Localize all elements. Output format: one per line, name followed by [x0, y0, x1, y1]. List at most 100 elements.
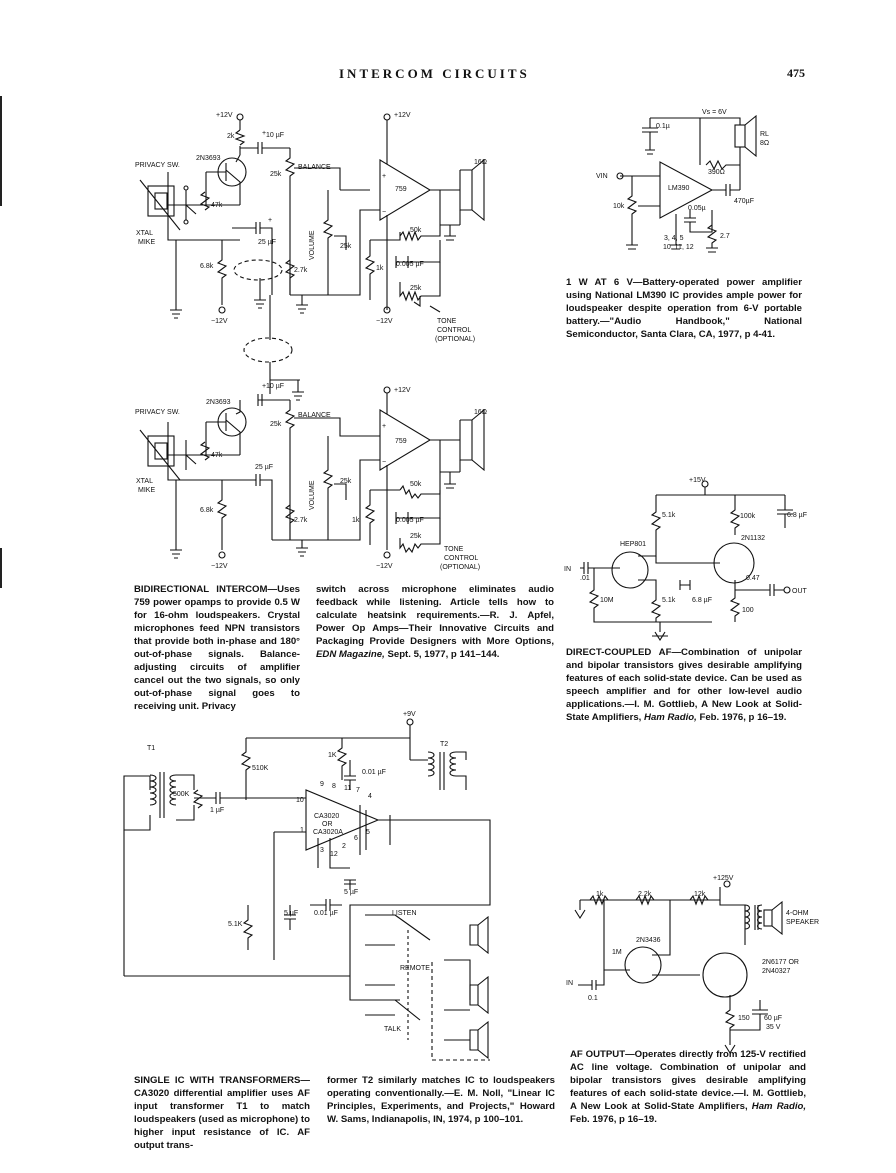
- component-label: CA3020A: [313, 829, 343, 836]
- component-label: 9: [320, 781, 324, 788]
- component-label: PRIVACY SW.: [135, 409, 180, 416]
- component-label: LM390: [668, 185, 690, 192]
- component-label: HEP801: [620, 541, 646, 548]
- component-label: TONE: [444, 546, 464, 553]
- component-label: 2.7k: [294, 517, 308, 524]
- component-label: T1: [147, 745, 155, 752]
- component-label: +12V: [394, 112, 411, 119]
- component-label: −12V: [211, 563, 228, 570]
- component-label: 25k: [410, 533, 422, 540]
- component-label: 8: [332, 783, 336, 790]
- component-label: 5: [366, 829, 370, 836]
- component-label: 47k: [211, 452, 223, 459]
- component-label: 759: [395, 186, 407, 193]
- component-label: CONTROL: [437, 327, 471, 334]
- component-label: 0.005 µF: [396, 261, 424, 268]
- component-label: XTAL: [136, 230, 153, 237]
- component-label: 2N40327: [762, 968, 791, 975]
- caption-bidirectional-col2: switch across microphone eliminates audi…: [316, 583, 554, 661]
- component-label: OR: [322, 821, 333, 828]
- component-label: 5.1k: [662, 512, 676, 519]
- caption-one-watt: 1 W AT 6 V—Battery-operated power amplif…: [566, 276, 802, 341]
- component-label: 47k: [211, 202, 223, 209]
- component-label: 5.1K: [228, 921, 243, 928]
- component-label: 470µF: [734, 198, 754, 205]
- component-label: 1k: [376, 265, 384, 272]
- component-label: REMOTE: [400, 965, 430, 972]
- component-label: −: [382, 209, 386, 216]
- component-label: +: [382, 423, 386, 430]
- component-label: 390Ω: [708, 169, 725, 176]
- component-label: 0.1µ: [656, 123, 670, 130]
- component-label: 150: [738, 1015, 750, 1022]
- component-label: 1k: [596, 891, 604, 898]
- caption-source: Ham Radio,: [751, 1101, 807, 1112]
- component-label: 25k: [340, 243, 352, 250]
- component-label: IN: [566, 980, 573, 987]
- caption-text: —CA3020 differential amplifier uses AF i…: [134, 1075, 310, 1151]
- caption-end: Feb. 1976, p 16–19.: [570, 1114, 657, 1125]
- caption-title: BIDIRECTIONAL INTERCOM: [134, 584, 268, 595]
- component-label: 100: [742, 607, 754, 614]
- caption-text: switch across microphone eliminates audi…: [316, 584, 554, 647]
- component-label: 5.1k: [662, 597, 676, 604]
- component-label: 2N3693: [206, 399, 231, 406]
- component-label: 10 µF: [266, 132, 284, 139]
- running-header: INTERCOM CIRCUITS: [339, 66, 530, 81]
- caption-text: —Battery-operated power amplifier using …: [566, 277, 802, 340]
- component-label: −: [382, 459, 386, 466]
- component-label: +: [262, 383, 266, 390]
- component-label: VIN: [596, 173, 608, 180]
- component-label: 12k: [694, 891, 706, 898]
- component-label: +15V: [689, 477, 706, 484]
- caption-af-output: AF OUTPUT—Operates directly from 125-V r…: [570, 1048, 806, 1126]
- component-label: 5 µF: [344, 889, 358, 896]
- component-label: +125V: [713, 875, 734, 882]
- caption-source: EDN Magazine,: [316, 649, 385, 660]
- caption-text: —Operates directly from 125-V rectified …: [570, 1049, 806, 1112]
- caption-title: DIRECT-COUPLED AF: [566, 647, 672, 658]
- component-label: 100k: [740, 513, 756, 520]
- component-label: SPEAKER: [786, 919, 819, 926]
- component-label: 50k: [410, 481, 422, 488]
- component-label: 16Ω: [474, 159, 487, 166]
- component-label: 25k: [340, 478, 352, 485]
- caption-single-ic-col2: former T2 similarly matches IC to loudsp…: [327, 1074, 555, 1126]
- component-label: 2: [342, 843, 346, 850]
- component-label: 3: [320, 847, 324, 854]
- component-label: 0.01 µF: [362, 769, 386, 776]
- component-label: 10 µF: [266, 383, 284, 390]
- component-label: PRIVACY SW.: [135, 162, 180, 169]
- component-label: LISTEN: [392, 910, 417, 917]
- component-label: 4: [368, 793, 372, 800]
- caption-bidirectional-col1: BIDIRECTIONAL INTERCOM—Uses 759 power op…: [134, 583, 300, 713]
- caption-text: —Combination of unipolar and bipolar tra…: [566, 647, 802, 723]
- component-label: (OPTIONAL): [435, 336, 475, 343]
- component-label: 1 µF: [210, 807, 224, 814]
- component-label: OUT: [792, 588, 808, 595]
- caption-title: 1 W AT 6 V: [566, 277, 633, 288]
- component-label: 0.01 µF: [314, 910, 338, 917]
- page-edge-mark: [0, 96, 2, 206]
- component-label: (OPTIONAL): [440, 564, 480, 571]
- component-label: 3, 4, 5: [664, 235, 684, 242]
- component-label: 16Ω: [474, 409, 487, 416]
- caption-title: AF OUTPUT: [570, 1049, 626, 1060]
- component-label: TONE: [437, 318, 457, 325]
- component-label: 500K: [173, 791, 190, 798]
- component-label: 6.8k: [200, 263, 214, 270]
- component-label: Vs = 6V: [702, 109, 727, 116]
- component-label: MIKE: [138, 487, 155, 494]
- component-label: T2: [440, 741, 448, 748]
- component-label: +: [268, 217, 272, 224]
- component-label: 759: [395, 438, 407, 445]
- caption-end: Feb. 1976, p 16–19.: [699, 712, 787, 723]
- component-label: TALK: [384, 1026, 401, 1033]
- component-label: 2N1132: [741, 535, 765, 542]
- component-label: 1k: [352, 517, 360, 524]
- component-label: 1K: [328, 752, 337, 759]
